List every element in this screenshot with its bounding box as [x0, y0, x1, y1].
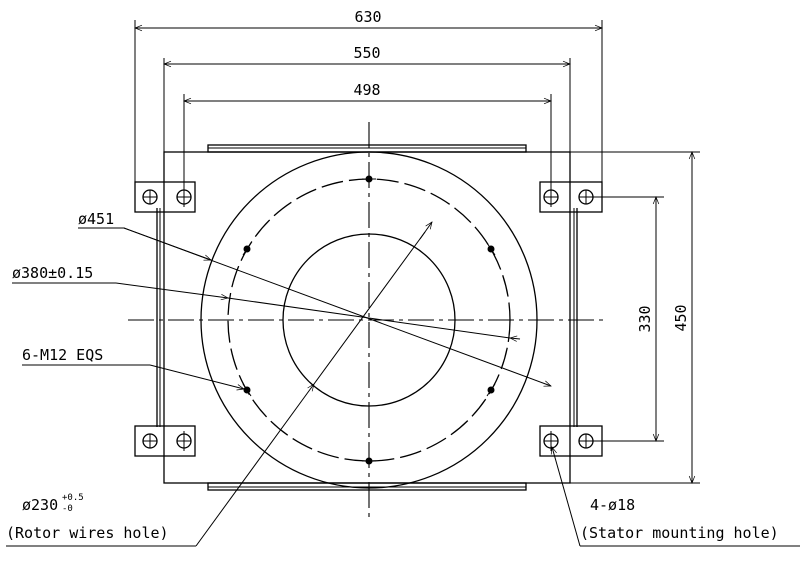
- dim-630: 630: [134, 8, 603, 182]
- mounting-bracket-bottom-right: [539, 425, 603, 457]
- dim-450: 450: [570, 151, 700, 484]
- callout-m12: 6-M12 EQS: [22, 346, 245, 391]
- mounting-bracket-bottom-left: [134, 425, 196, 457]
- m12-label: 6-M12 EQS: [22, 346, 103, 364]
- m12-bolt-holes: [242, 175, 496, 465]
- callout-d451: ø451: [78, 210, 552, 387]
- callout-d380: ø380±0.15: [12, 264, 521, 342]
- d380-label: ø380±0.15: [12, 264, 93, 282]
- dim-450-label: 450: [672, 304, 690, 331]
- rotor-note: (Rotor wires hole): [6, 524, 169, 542]
- dim-630-label: 630: [354, 8, 381, 26]
- d451-label: ø451: [78, 210, 114, 228]
- stator-note: (Stator mounting hole): [580, 524, 779, 542]
- dim-330: 330: [593, 196, 664, 442]
- callout-d18: 4-ø18 (Stator mounting hole): [550, 446, 800, 547]
- d18-label: 4-ø18: [590, 496, 635, 514]
- d230-tol-lower: -0: [62, 504, 73, 514]
- mounting-bracket-top-left: [134, 181, 196, 213]
- mounting-bracket-top-right: [539, 181, 603, 213]
- dim-550: 550: [163, 44, 571, 152]
- d230-label: ø230: [22, 496, 58, 514]
- callout-d230: ø230 +0.5 -0 (Rotor wires hole): [6, 221, 433, 547]
- dim-330-label: 330: [636, 305, 654, 332]
- dim-498: 498: [183, 81, 552, 187]
- d230-tol-upper: +0.5: [62, 493, 84, 503]
- dim-550-label: 550: [353, 44, 380, 62]
- dim-498-label: 498: [353, 81, 380, 99]
